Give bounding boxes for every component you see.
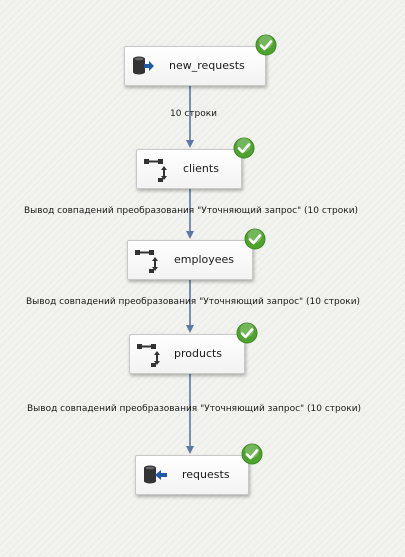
success-check-icon <box>244 228 266 250</box>
component-requests[interactable]: requests <box>135 455 249 495</box>
edge-label: 10 строки <box>170 109 218 119</box>
component-name: requests <box>182 468 230 481</box>
edge-label: Вывод совпадений преобразования "Уточняю… <box>24 206 359 216</box>
component-products[interactable]: products <box>129 334 245 374</box>
component-new-requests[interactable]: new_requests <box>124 46 266 86</box>
success-check-icon <box>241 443 263 465</box>
edge-label: Вывод совпадений преобразования "Уточняю… <box>27 404 362 414</box>
component-employees[interactable]: employees <box>127 240 253 280</box>
lookup-transform-icon <box>143 157 169 187</box>
success-check-icon <box>233 137 255 159</box>
source-database-icon <box>131 54 155 82</box>
component-clients[interactable]: clients <box>136 149 242 189</box>
component-name: employees <box>174 253 235 266</box>
success-check-icon <box>255 34 277 56</box>
component-name: products <box>174 347 223 360</box>
edge-label: Вывод совпадений преобразования "Уточняю… <box>26 297 361 307</box>
success-check-icon <box>236 322 258 344</box>
component-name: new_requests <box>169 59 245 72</box>
lookup-transform-icon <box>136 342 162 372</box>
lookup-transform-icon <box>134 248 160 278</box>
destination-database-icon <box>142 463 168 491</box>
component-name: clients <box>183 162 219 175</box>
